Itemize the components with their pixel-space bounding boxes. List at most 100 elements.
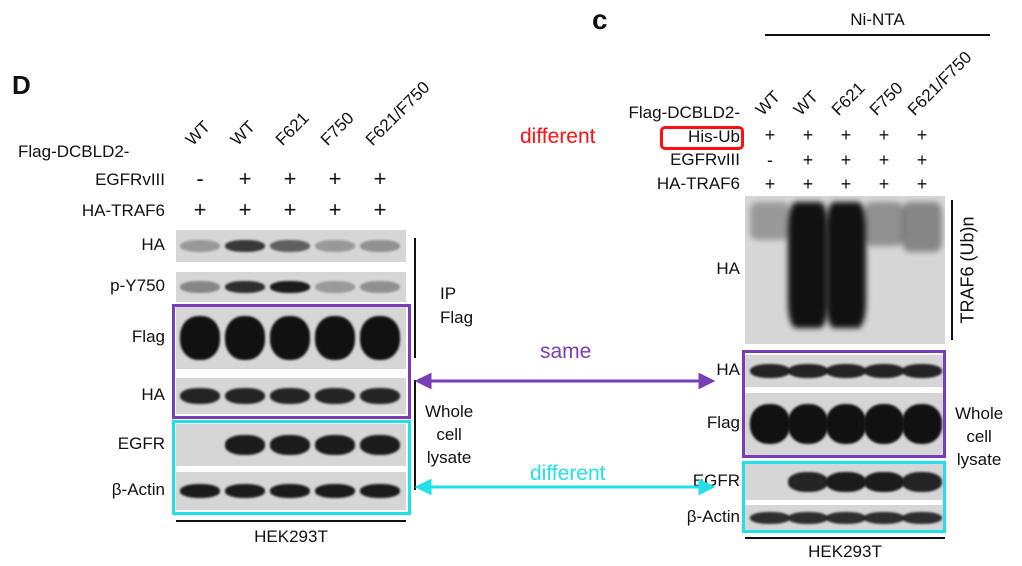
band — [315, 240, 355, 252]
band — [180, 240, 220, 252]
band — [788, 472, 828, 492]
sign-egfr: + — [840, 150, 852, 170]
band — [864, 404, 904, 444]
band — [826, 472, 866, 492]
c-flag-header: Flag-DCBLD2- — [628, 103, 740, 122]
band — [270, 435, 310, 455]
band — [826, 364, 866, 378]
c-pulldown-bar — [765, 34, 990, 36]
sign-egfr: + — [916, 150, 928, 170]
d-ip-bracket — [414, 238, 416, 358]
c-pulldown-label: Ni-NTA — [850, 10, 905, 29]
panel-c-letter: c — [592, 4, 608, 35]
sign-egfr: + — [373, 166, 387, 191]
c-wcl-label: Whole cell lysate — [955, 404, 1004, 469]
band — [788, 202, 828, 328]
band — [270, 388, 310, 404]
d-cell-line-bar — [176, 520, 406, 522]
c-cyan-box — [742, 461, 946, 533]
band — [225, 388, 265, 404]
lane-label: F750 — [865, 78, 907, 120]
d-flag-header: Flag-DCBLD2- — [18, 142, 130, 161]
band — [270, 484, 310, 498]
lane-label: F621/F750 — [361, 77, 434, 150]
blot-strip — [176, 424, 406, 466]
sign-traf: + — [878, 174, 890, 194]
sign-traf: + — [373, 197, 387, 222]
blot-strip — [176, 272, 406, 302]
blot-strip — [745, 464, 945, 500]
lane-label: WT — [181, 117, 214, 150]
blot-label: HA — [716, 259, 740, 278]
band — [864, 472, 904, 492]
sign-egfr: + — [802, 150, 814, 170]
sign-hisub: + — [878, 125, 890, 145]
d-purple-box — [172, 304, 411, 419]
same-arrow — [414, 372, 716, 390]
c-purple-box — [742, 350, 946, 458]
c-cell-line: HEK293T — [808, 542, 882, 561]
sign-egfr: - — [196, 166, 204, 191]
sign-traf: + — [802, 174, 814, 194]
band — [360, 281, 400, 293]
band — [180, 281, 220, 293]
blot-label: HA — [141, 385, 165, 404]
sign-egfr: + — [238, 166, 252, 191]
band — [180, 316, 220, 360]
band — [225, 316, 265, 360]
band — [902, 472, 942, 492]
sign-traf: + — [283, 197, 297, 222]
band — [225, 484, 265, 498]
sign-traf: + — [916, 174, 928, 194]
d-wcl-label: Whole cell lysate — [425, 402, 474, 467]
band — [826, 202, 866, 328]
band — [360, 484, 400, 498]
band — [315, 281, 355, 293]
sign-egfr: + — [878, 150, 890, 170]
c-traf-label: HA-TRAF6 — [656, 174, 740, 193]
d-egfr-label: EGFRvIII — [95, 170, 165, 189]
blot-strip — [176, 472, 406, 510]
band — [826, 404, 866, 444]
sign-traf: + — [840, 174, 852, 194]
d-cyan-box — [172, 420, 411, 515]
band — [788, 364, 828, 378]
band — [360, 388, 400, 404]
c-ub-label: TRAF6 (Ub)n — [957, 216, 978, 324]
blot-label: β-Actin — [111, 480, 165, 499]
lane-label: F621 — [271, 108, 313, 150]
blot-strip — [745, 393, 945, 455]
blot-label: p-Y750 — [110, 276, 165, 295]
band — [902, 404, 942, 444]
sign-traf: + — [328, 197, 342, 222]
band — [788, 404, 828, 444]
sign-hisub: + — [764, 125, 776, 145]
band — [225, 240, 265, 252]
sign-hisub: + — [840, 125, 852, 145]
different-label-bottom: different — [530, 462, 606, 485]
d-ip-label: IP Flag — [440, 284, 474, 327]
sign-traf: + — [193, 197, 207, 222]
blot-strip — [176, 307, 406, 369]
band — [225, 281, 265, 293]
lane-label: WT — [751, 87, 784, 120]
band — [270, 281, 310, 293]
blot-label: Flag — [706, 413, 740, 432]
different-arrow — [414, 478, 716, 496]
blot-strip — [745, 196, 945, 344]
band — [864, 202, 904, 247]
panel-d-letter: D — [12, 70, 31, 100]
band — [315, 484, 355, 498]
band — [864, 364, 904, 378]
band — [826, 512, 866, 524]
band — [270, 240, 310, 252]
blot-label: HA — [716, 360, 740, 379]
band — [902, 512, 942, 524]
sign-egfr: - — [767, 150, 773, 170]
band — [360, 316, 400, 360]
band — [750, 364, 790, 378]
same-label: same — [540, 340, 592, 363]
d-wcl-bracket — [414, 380, 416, 490]
band — [864, 512, 904, 524]
